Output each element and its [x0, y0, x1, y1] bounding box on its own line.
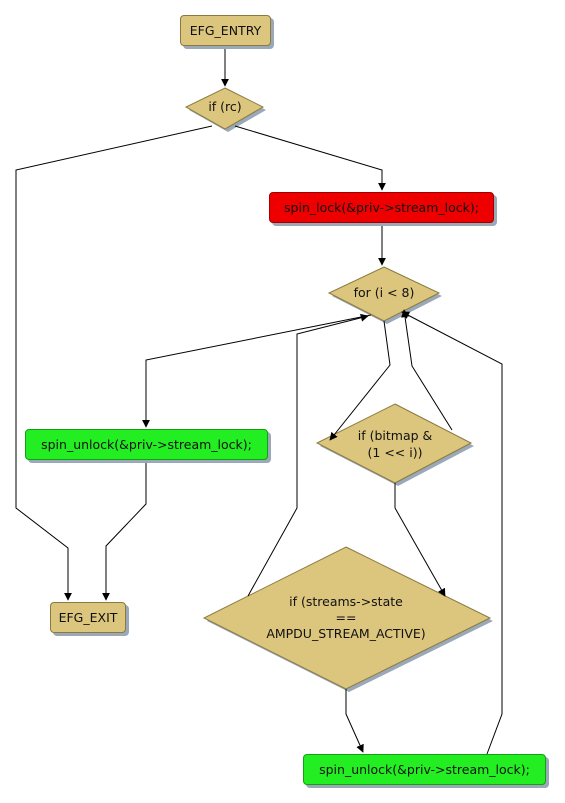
if-bitmap-decision: if (bitmap & (1 << i)) [315, 403, 474, 486]
edge-if-rc-to-spin-lock [234, 125, 386, 191]
edge-if-bitmap-to-if-streams [394, 483, 446, 597]
if-bitmap-label-line2: (1 << i)) [368, 445, 423, 460]
for-loop-decision: for (i < 8) [327, 266, 442, 324]
edge-unlock-bottom-to-for [401, 311, 503, 755]
edge-if-streams-to-for [247, 313, 369, 597]
spin-unlock-left-label: spin_unlock(&priv->stream_lock); [41, 437, 252, 452]
spin-unlock-bottom-node: spin_unlock(&priv->stream_lock); [303, 754, 546, 785]
edges [15, 46, 503, 755]
spin-unlock-bottom-label: spin_unlock(&priv->stream_lock); [319, 762, 530, 777]
if-rc-label: if (rc) [208, 99, 241, 114]
if-streams-label-line1: if (streams->state [289, 594, 403, 609]
efg-exit-label: EFG_EXIT [58, 610, 118, 625]
for-loop-label: for (i < 8) [354, 285, 415, 300]
spin-lock-node: spin_lock(&priv->stream_lock); [269, 192, 494, 223]
edge-unlock-left-to-exit [102, 460, 147, 601]
spin-lock-label: spin_lock(&priv->stream_lock); [284, 200, 479, 215]
efg-entry-node: EFG_ENTRY [180, 15, 271, 46]
if-streams-label-line2: == [336, 610, 357, 625]
edge-for-to-if-bitmap [329, 320, 391, 441]
efg-entry-label: EFG_ENTRY [189, 23, 262, 38]
spin-unlock-left-node: spin_unlock(&priv->stream_lock); [25, 429, 268, 460]
efg-exit-node: EFG_EXIT [50, 602, 126, 633]
if-streams-decision: if (streams->state == AMPDU_STREAM_ACTIV… [202, 546, 493, 692]
if-bitmap-label-line1: if (bitmap & [358, 428, 433, 443]
edge-if-rc-to-exit [15, 125, 213, 601]
edge-if-bitmap-to-for [401, 309, 453, 431]
if-rc-decision: if (rc) [184, 87, 266, 132]
edge-if-streams-to-unlock-bottom [345, 689, 364, 753]
edge-for-to-unlock-left [142, 314, 372, 428]
if-streams-label-line3: AMPDU_STREAM_ACTIVE) [266, 626, 425, 641]
